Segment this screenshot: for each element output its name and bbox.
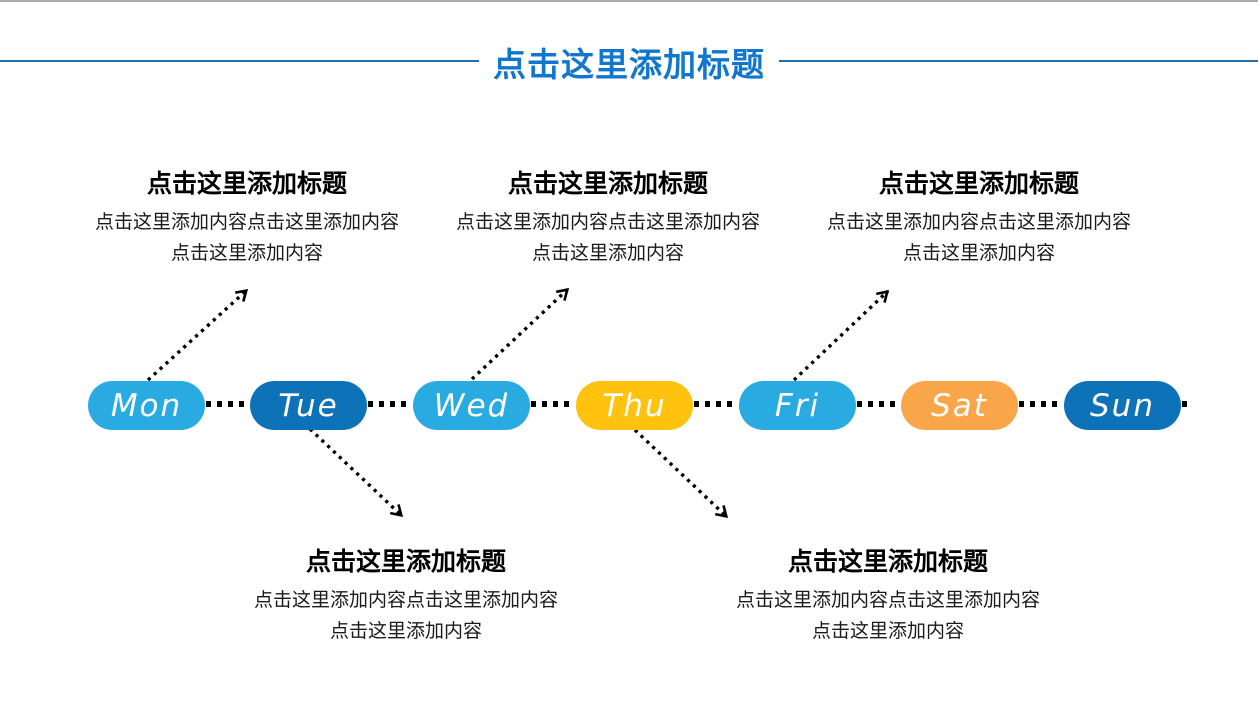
arrow-tue-down <box>308 427 404 518</box>
timeline-pill-sat[interactable]: Sat <box>901 381 1018 430</box>
pill-label: Wed <box>433 387 510 424</box>
timeline-pill-wed[interactable]: Wed <box>413 381 530 430</box>
timeline-pill-thu[interactable]: Thu <box>576 381 693 430</box>
arrow-fri-up <box>792 289 890 382</box>
callout-content-placeholder[interactable]: 点击这里添加内容点击这里添加内容点击这里添加内容 <box>455 212 760 264</box>
pill-label: Sat <box>931 387 988 424</box>
callout-content-placeholder[interactable]: 点击这里添加内容点击这里添加内容点击这里添加内容 <box>826 212 1131 264</box>
callout-title-placeholder[interactable]: 点击这里添加标题 <box>878 170 1079 198</box>
callout-bottom-thu: 点击这里添加标题 点击这里添加内容点击这里添加内容点击这里添加内容 <box>723 546 1053 647</box>
callout-title-placeholder[interactable]: 点击这里添加标题 <box>787 548 988 576</box>
pill-label: Thu <box>602 387 667 424</box>
timeline-pill-fri[interactable]: Fri <box>739 381 856 430</box>
slide-title[interactable]: 点击这里添加标题 <box>479 46 779 84</box>
arrow-wed-up <box>470 287 570 381</box>
callout-title-placeholder[interactable]: 点击这里添加标题 <box>146 170 347 198</box>
callout-title-placeholder[interactable]: 点击这里添加标题 <box>305 548 506 576</box>
window-top-border <box>0 0 1258 2</box>
callout-top-mon: 点击这里添加标题 点击这里添加内容点击这里添加内容点击这里添加内容 <box>82 168 412 269</box>
callout-bottom-tue: 点击这里添加标题 点击这里添加内容点击这里添加内容点击这里添加内容 <box>241 546 571 647</box>
callout-title-placeholder[interactable]: 点击这里添加标题 <box>507 170 708 198</box>
pill-label: Tue <box>278 387 339 424</box>
callout-content-placeholder[interactable]: 点击这里添加内容点击这里添加内容点击这里添加内容 <box>253 590 558 642</box>
pill-label: Mon <box>110 387 183 424</box>
timeline-pill-sun[interactable]: Sun <box>1064 381 1181 430</box>
arrow-mon-up <box>146 288 249 382</box>
arrow-thu-down <box>633 428 729 519</box>
callout-top-wed: 点击这里添加标题 点击这里添加内容点击这里添加内容点击这里添加内容 <box>443 168 773 269</box>
callout-content-placeholder[interactable]: 点击这里添加内容点击这里添加内容点击这里添加内容 <box>94 212 399 264</box>
timeline-pill-mon[interactable]: Mon <box>88 381 205 430</box>
callout-content-placeholder[interactable]: 点击这里添加内容点击这里添加内容点击这里添加内容 <box>735 590 1040 642</box>
timeline-pill-tue[interactable]: Tue <box>250 381 367 430</box>
callout-top-fri: 点击这里添加标题 点击这里添加内容点击这里添加内容点击这里添加内容 <box>814 168 1144 269</box>
slide-title-area: 点击这里添加标题 <box>0 46 1258 84</box>
pill-label: Fri <box>774 387 821 424</box>
pill-label: Sun <box>1090 387 1155 424</box>
